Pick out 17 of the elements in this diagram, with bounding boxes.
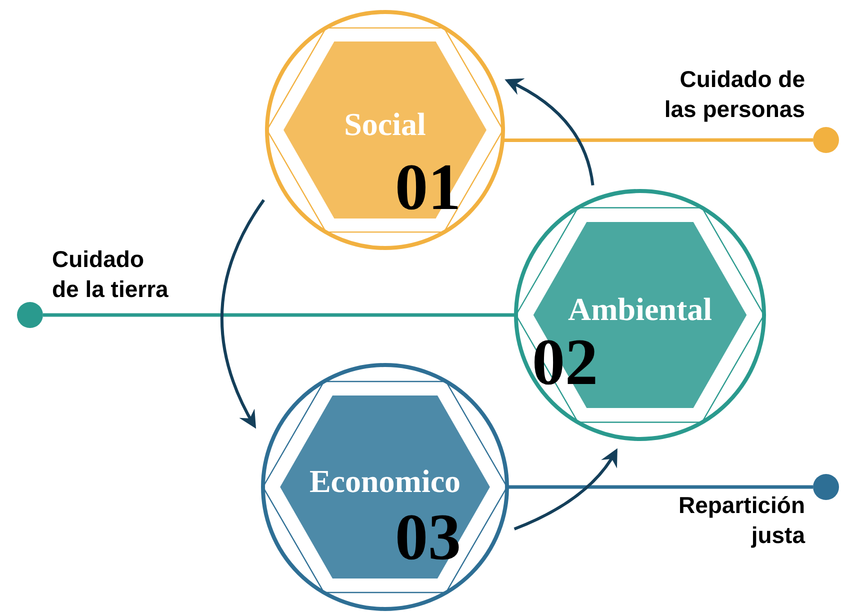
side-label: Cuidado de la tierra	[52, 245, 170, 304]
hexagon-circle	[264, 9, 506, 251]
connector-line	[502, 138, 813, 142]
hexagon-title: Ambiental	[567, 290, 713, 329]
curved-arrow	[504, 78, 594, 186]
connector-line	[43, 313, 516, 317]
hexagon-title: Social	[343, 105, 427, 144]
curved-arrow	[220, 199, 265, 429]
step-number: 01	[395, 155, 461, 221]
curved-arrow	[514, 448, 618, 530]
connector-line	[507, 485, 813, 489]
hexagon-title: Economico	[308, 462, 462, 501]
step-number: 03	[395, 505, 461, 571]
side-label: Cuidado de las personas	[663, 65, 805, 124]
side-label: Repartición justa	[677, 491, 805, 550]
hexagon-circle	[513, 188, 767, 442]
hexagon-circle	[260, 362, 510, 612]
